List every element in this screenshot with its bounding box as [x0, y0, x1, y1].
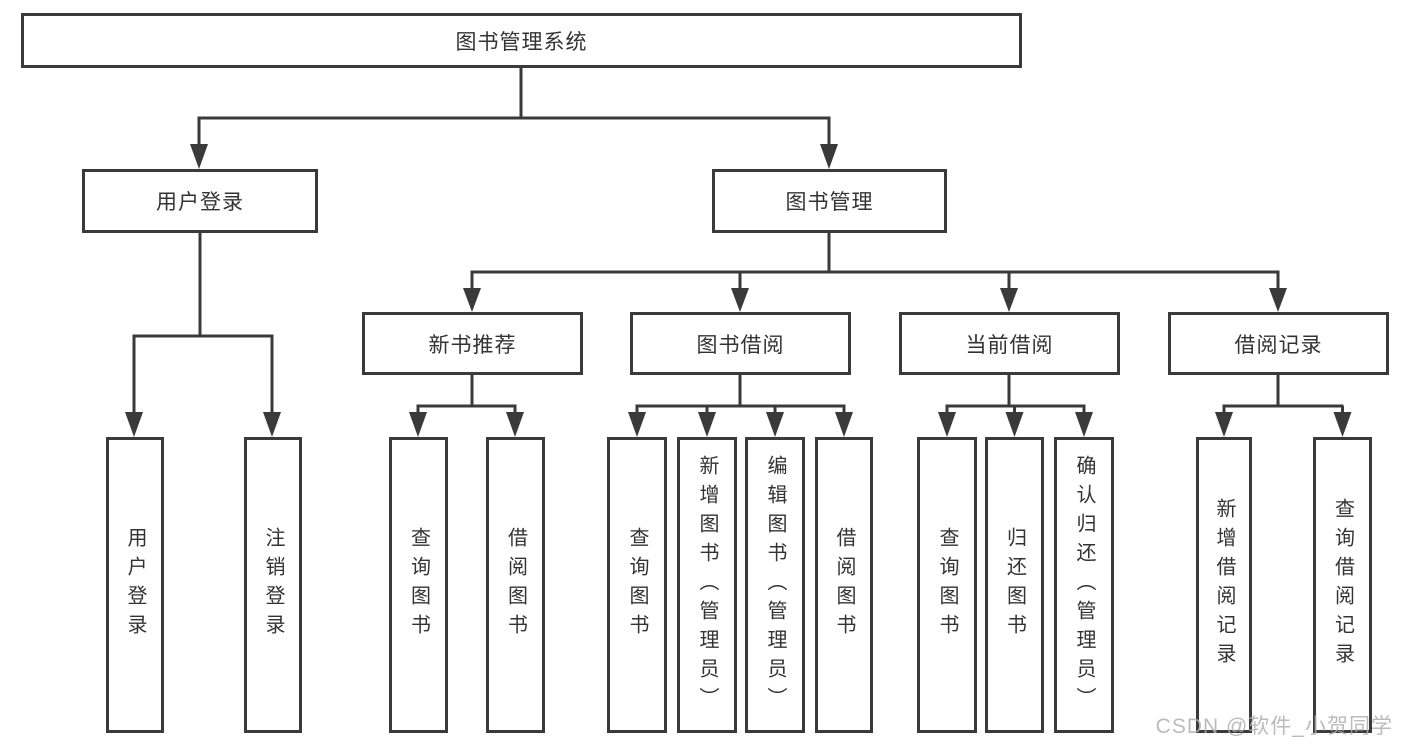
node-book-borrowing: 图书借阅 [630, 312, 851, 375]
node-root-label: 图书管理系统 [455, 30, 588, 54]
leaf-bb-edit-book-admin-label: 编辑图书（管理员） [764, 454, 786, 716]
node-current-borrowing: 当前借阅 [899, 312, 1120, 375]
node-book-borrowing-label: 图书借阅 [696, 333, 785, 357]
leaf-cb-return-book: 归还图书 [985, 437, 1044, 733]
leaf-nb-query-books: 查询图书 [389, 437, 448, 733]
csdn-watermark: CSDN @软件_小贺同学 [1155, 715, 1393, 738]
leaf-bb-borrow-books-label: 借阅图书 [833, 527, 855, 643]
leaf-nb-borrow-books: 借阅图书 [486, 437, 545, 733]
leaf-br-query-record-label: 查询借阅记录 [1331, 498, 1354, 672]
leaf-logout: 注销登录 [244, 437, 302, 733]
leaf-bb-edit-book-admin: 编辑图书（管理员） [745, 437, 805, 733]
node-book-management-label: 图书管理 [785, 191, 874, 214]
arrowhead-icons [125, 144, 1352, 437]
leaf-logout-label: 注销登录 [262, 527, 284, 643]
node-borrowing-records: 借阅记录 [1168, 312, 1389, 375]
node-current-borrowing-label: 当前借阅 [965, 333, 1054, 357]
leaf-bb-add-book-admin: 新增图书（管理员） [677, 437, 737, 733]
leaf-br-query-record: 查询借阅记录 [1313, 437, 1372, 733]
node-user-login-label: 用户登录 [156, 191, 244, 214]
leaf-bb-query-books: 查询图书 [607, 437, 667, 733]
node-book-management: 图书管理 [712, 169, 947, 233]
leaf-cb-return-book-label: 归还图书 [1003, 527, 1026, 643]
node-user-login: 用户登录 [82, 169, 318, 233]
connector-segments [132, 68, 1344, 414]
leaf-cb-query-books-label: 查询图书 [936, 527, 958, 643]
node-new-book-recommend-label: 新书推荐 [428, 333, 517, 357]
leaf-bb-add-book-admin-label: 新增图书（管理员） [696, 454, 718, 716]
leaf-cb-confirm-return-admin: 确认归还（管理员） [1054, 437, 1114, 733]
leaf-cb-confirm-return-admin-label: 确认归还（管理员） [1073, 454, 1095, 716]
leaf-cb-query-books: 查询图书 [917, 437, 977, 733]
node-borrowing-records-label: 借阅记录 [1234, 333, 1323, 357]
leaf-nb-borrow-books-label: 借阅图书 [504, 527, 527, 643]
leaf-bb-query-books-label: 查询图书 [626, 527, 648, 643]
leaf-bb-borrow-books: 借阅图书 [815, 437, 873, 733]
node-new-book-recommend: 新书推荐 [362, 312, 583, 375]
leaf-br-add-record: 新增借阅记录 [1196, 437, 1252, 733]
leaf-br-add-record-label: 新增借阅记录 [1213, 498, 1235, 672]
leaf-user-login: 用户登录 [106, 437, 164, 733]
node-root-system: 图书管理系统 [21, 13, 1022, 68]
leaf-nb-query-books-label: 查询图书 [407, 527, 430, 643]
leaf-user-login-label: 用户登录 [124, 527, 146, 643]
